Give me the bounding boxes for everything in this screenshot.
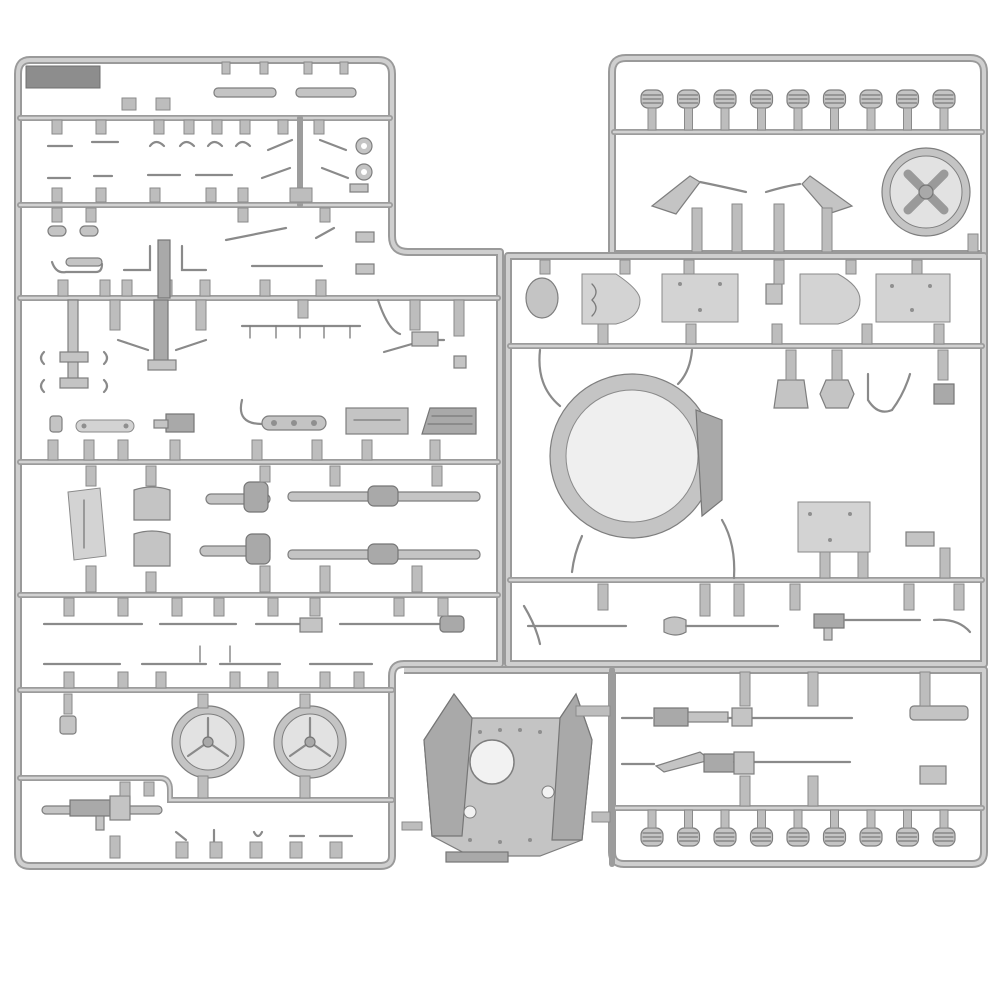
tire-icon [713, 89, 737, 131]
hatch-ring-part [538, 348, 736, 580]
tire-icon [676, 809, 701, 847]
right-bottom-misc [575, 671, 969, 823]
tire-icon [822, 89, 847, 131]
left-small-parts-row [46, 119, 373, 203]
shovel-part [663, 616, 780, 636]
right-mid-sprue-frame [504, 252, 988, 668]
machine-gun-left [41, 781, 163, 831]
left-bottom-small-parts [109, 828, 354, 859]
right-top-brackets [650, 175, 979, 253]
left-row-three-parts [47, 207, 375, 299]
steering-wheel-left-b [273, 705, 347, 779]
steering-wheel-left-a [171, 705, 245, 779]
machine-gun-right-a [620, 707, 854, 727]
tire-icon [895, 809, 920, 847]
tire-icon [713, 809, 737, 847]
tire-row-top [640, 89, 956, 131]
tire-icon [786, 809, 810, 847]
steering-wheel-right [881, 147, 971, 237]
tire-icon [932, 809, 956, 847]
tire-icon [895, 89, 920, 131]
tire-icon [640, 809, 664, 847]
tire-icon [859, 89, 883, 131]
left-detail-parts [49, 398, 477, 435]
left-axle-parts [67, 465, 481, 593]
tire-icon [749, 809, 774, 847]
tire-row-bottom [640, 809, 956, 847]
left-row-four-parts [39, 298, 467, 461]
machine-gun-right-b [620, 751, 852, 775]
tire-icon [786, 89, 810, 131]
tire-icon [822, 809, 847, 847]
sprue-label-tab [25, 65, 101, 89]
right-mid-panels [525, 259, 951, 345]
right-bottom-sprue-frame [404, 666, 988, 868]
tire-icon [932, 89, 956, 131]
left-rod-parts [42, 597, 465, 689]
left-row-seven-misc [59, 693, 311, 799]
tire-icon [859, 809, 883, 847]
right-mid-tools [522, 583, 972, 646]
tire-icon [640, 89, 664, 131]
left-top-parts [121, 61, 357, 111]
turret-part [401, 692, 593, 863]
tire-icon [749, 89, 774, 131]
left-sprue-frame [14, 56, 504, 870]
right-mid-small-parts [773, 349, 955, 579]
tire-icon [676, 89, 701, 131]
